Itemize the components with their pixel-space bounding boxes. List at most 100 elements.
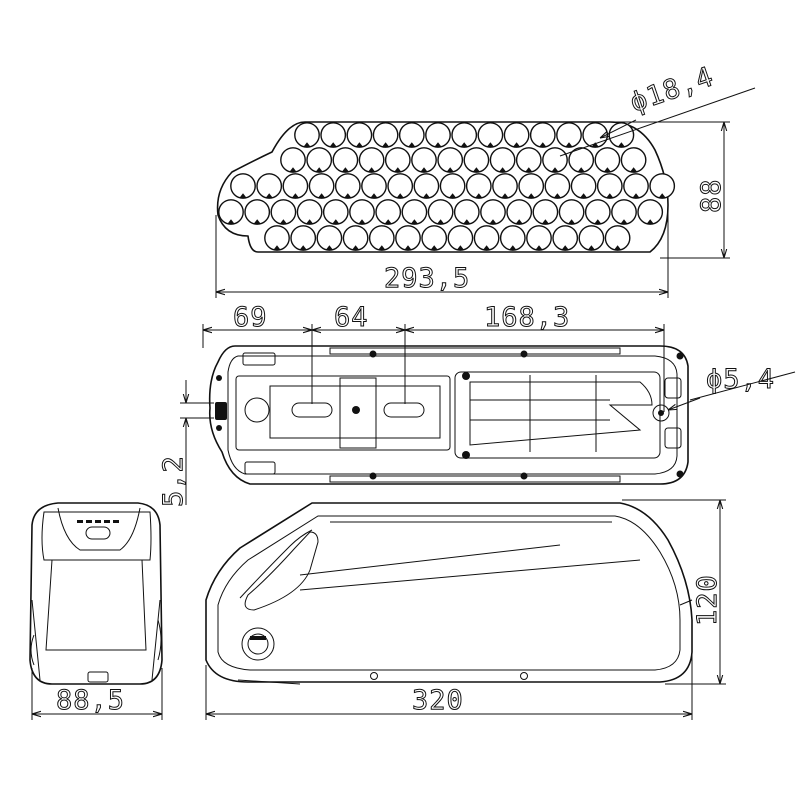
battery-cell — [296, 199, 323, 225]
cell-tab-mark — [355, 142, 363, 147]
cell-tab-mark — [291, 193, 299, 198]
battery-cell — [480, 199, 506, 225]
battery-cell — [503, 122, 530, 148]
battery-cell — [506, 199, 533, 225]
cell-tab-mark — [617, 142, 625, 147]
cell-tab-mark — [227, 219, 235, 224]
label-5-2: 5,2 — [158, 455, 189, 507]
cell-tab-mark — [515, 219, 523, 224]
cell-tab-mark — [486, 142, 494, 147]
battery-cell — [384, 147, 411, 173]
battery-cell — [453, 199, 480, 225]
battery-cell — [256, 173, 283, 199]
cell-tab-mark — [525, 167, 533, 172]
cell-grid — [218, 122, 676, 251]
battery-cell — [280, 147, 306, 173]
cell-tab-mark — [265, 193, 273, 198]
battery-cell — [611, 199, 637, 225]
label-64: 64 — [334, 302, 369, 333]
battery-cell — [375, 199, 402, 225]
cell-tab-mark — [341, 167, 349, 172]
cell-tab-mark — [460, 142, 468, 147]
battery-cell — [346, 122, 373, 148]
cell-tab-mark — [446, 167, 454, 172]
cell-tab-mark — [404, 245, 412, 250]
battery-cell — [425, 122, 451, 148]
cell-tab-mark — [472, 167, 480, 172]
cell-tab-mark — [382, 142, 390, 147]
dim-5-2: 5,2 — [158, 380, 214, 508]
cell-tab-mark — [456, 245, 464, 250]
cell-tab-mark — [620, 219, 628, 224]
cell-tab-mark — [475, 193, 483, 198]
battery-cell — [499, 225, 526, 251]
dim-body-length: 320 — [205, 655, 693, 720]
dim-pack-height: 88 — [612, 121, 730, 259]
battery-cell — [439, 173, 466, 199]
battery-cell — [558, 199, 585, 225]
cell-tab-mark — [658, 193, 666, 198]
dim-body-height: 120 — [622, 499, 726, 685]
cell-tab-mark — [368, 167, 376, 172]
cell-tab-mark — [303, 142, 311, 147]
cell-tab-mark — [580, 193, 588, 198]
end-view-outline — [29, 502, 163, 685]
battery-cell — [230, 173, 256, 199]
battery-cell — [372, 122, 399, 148]
battery-cell — [306, 147, 333, 173]
cell-tab-mark — [332, 219, 340, 224]
battery-cell — [447, 225, 474, 251]
cell-tab-mark — [420, 167, 428, 172]
cell-tab-mark — [430, 245, 438, 250]
cell-tab-mark — [422, 193, 430, 198]
battery-cell — [282, 173, 309, 199]
cell-tab-mark — [306, 219, 314, 224]
battery-cell — [332, 147, 359, 173]
battery-cell — [290, 225, 317, 251]
cell-tab-mark — [329, 142, 337, 147]
cell-tab-mark — [289, 167, 297, 172]
dim-hole-diameter: ϕ5,4 — [668, 364, 796, 410]
battery-cell — [395, 225, 421, 251]
battery-cell — [515, 147, 542, 173]
cell-tab-mark — [384, 219, 392, 224]
cell-tab-mark — [606, 193, 614, 198]
battery-cell — [411, 147, 437, 173]
cell-tab-mark — [325, 245, 333, 250]
battery-cell — [437, 147, 464, 173]
cell-tab-mark — [527, 193, 535, 198]
battery-cell — [218, 199, 244, 225]
cell-tab-mark — [551, 167, 559, 172]
cell-tab-mark — [410, 219, 418, 224]
battery-cell — [623, 173, 649, 199]
battery-cell — [368, 225, 395, 251]
battery-cell — [361, 173, 387, 199]
battery-cell — [387, 173, 414, 199]
cell-tab-mark — [378, 245, 386, 250]
cell-tab-mark — [630, 167, 638, 172]
battery-cell — [556, 122, 582, 148]
cell-tab-mark — [344, 193, 352, 198]
cell-tab-mark — [539, 142, 547, 147]
battery-cell — [463, 147, 490, 173]
cell-tab-mark — [591, 142, 599, 147]
battery-cell — [358, 147, 385, 173]
cell-tab-mark — [434, 142, 442, 147]
battery-cell — [568, 147, 595, 173]
cell-tab-mark — [239, 193, 247, 198]
battery-cell — [492, 173, 518, 199]
cell-tab-mark — [568, 219, 576, 224]
battery-cell — [542, 147, 568, 173]
cell-tab-mark — [489, 219, 497, 224]
cell-tab-mark — [463, 219, 471, 224]
cell-tab-mark — [632, 193, 640, 198]
cell-tab-mark — [603, 167, 611, 172]
battery-cell — [578, 225, 605, 251]
cell-tab-mark — [577, 167, 585, 172]
battery-cell — [294, 122, 320, 148]
label-88: 88 — [696, 178, 727, 213]
battery-cell — [264, 225, 290, 251]
battery-cell — [451, 122, 478, 148]
side-view — [205, 502, 693, 685]
